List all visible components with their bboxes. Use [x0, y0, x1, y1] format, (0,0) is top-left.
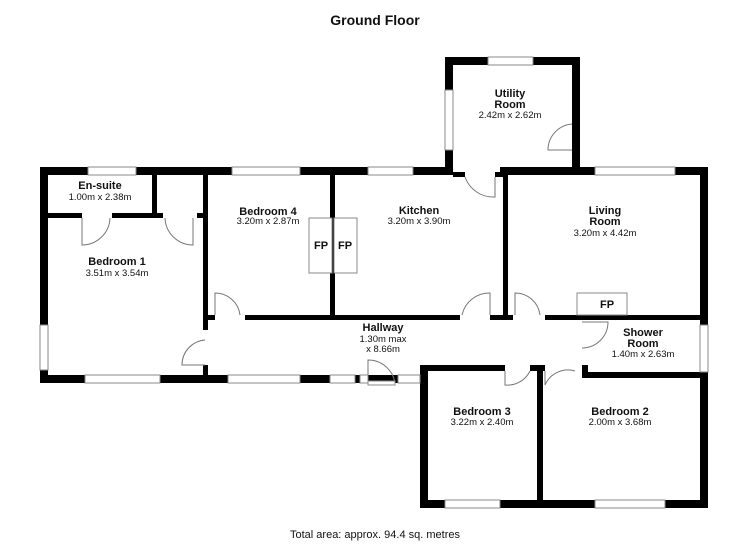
fireplace-living — [576, 292, 628, 316]
total-area: Total area: approx. 94.4 sq. metres — [290, 529, 460, 541]
doors — [81, 123, 609, 386]
bedroom3-name: Bedroom 3 — [453, 406, 510, 418]
fp-label: FP — [338, 240, 352, 252]
bedroom3-dims: 3.22m x 2.40m — [451, 417, 514, 428]
ensuite-name: En-suite — [78, 180, 121, 192]
kitchen-name: Kitchen — [399, 205, 440, 217]
utility-dims: 2.42m x 2.62m — [479, 110, 542, 121]
utility-name-1: Utility — [495, 88, 526, 100]
walls — [40, 57, 708, 508]
shower-dims: 1.40m x 2.63m — [612, 349, 675, 360]
fp-label: FP — [314, 240, 328, 252]
living-name-1: Living — [589, 205, 621, 217]
living-name-2: Room — [589, 216, 620, 228]
hallway-dims-1: 1.30m max — [360, 334, 407, 345]
fireplace-kitchen — [333, 217, 358, 274]
fireplaces: FP FP FP — [308, 217, 628, 316]
bedroom2-dims: 2.00m x 3.68m — [589, 417, 652, 428]
hallway-name: Hallway — [363, 322, 405, 334]
ensuite-dims: 1.00m x 2.38m — [69, 192, 132, 203]
room-labels: En-suite 1.00m x 2.38m Bedroom 1 3.51m x… — [69, 88, 675, 428]
shower-name-1: Shower — [623, 327, 663, 339]
plan-title: Ground Floor — [330, 12, 420, 28]
bedroom2-name: Bedroom 2 — [591, 406, 648, 418]
living-dims: 3.20m x 4.42m — [574, 228, 637, 239]
bedroom4-dims: 3.20m x 2.87m — [237, 216, 300, 227]
shower-name-2: Room — [627, 338, 658, 350]
windows — [39, 56, 709, 509]
hallway-dims-2: x 8.66m — [366, 344, 400, 355]
kitchen-dims: 3.20m x 3.90m — [388, 216, 451, 227]
fireplace-bedroom4 — [308, 217, 333, 274]
bedroom1-dims: 3.51m x 3.54m — [86, 268, 149, 279]
bedroom4-name: Bedroom 4 — [239, 206, 297, 218]
utility-name-2: Room — [494, 99, 525, 111]
fp-label: FP — [600, 299, 614, 311]
bedroom1-name: Bedroom 1 — [88, 256, 145, 268]
